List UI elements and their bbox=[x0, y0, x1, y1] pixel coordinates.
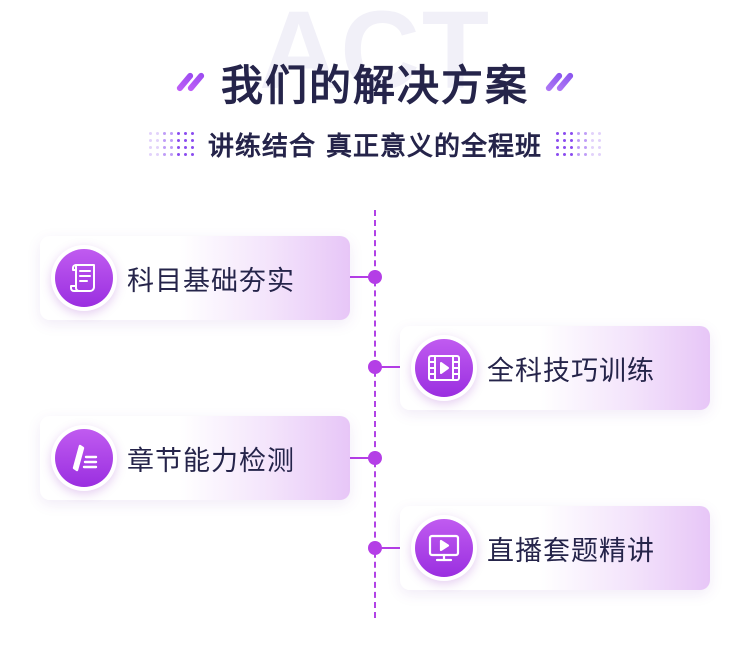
solution-card-1: 科目基础夯实 bbox=[40, 236, 350, 320]
timeline-dot bbox=[368, 541, 382, 555]
decorative-slashes-left bbox=[175, 71, 206, 93]
solution-card-4: 直播套题精讲 bbox=[400, 506, 710, 590]
timeline-dot bbox=[368, 360, 382, 374]
icon-badge bbox=[411, 515, 477, 581]
icon-badge bbox=[411, 335, 477, 401]
solution-label: 科目基础夯实 bbox=[127, 265, 295, 297]
timeline-dot bbox=[368, 270, 382, 284]
timeline-line bbox=[374, 210, 376, 618]
subheader: 讲练结合 真正意义的全程班 bbox=[0, 126, 750, 162]
timeline-connector bbox=[350, 457, 374, 459]
decorative-slashes-right bbox=[544, 71, 575, 93]
act-watermark: ACT bbox=[258, 0, 492, 112]
timeline-connector bbox=[350, 276, 374, 278]
page-subtitle: 讲练结合 真正意义的全程班 bbox=[207, 131, 543, 162]
icon-badge bbox=[51, 425, 117, 491]
header: 我们的解决方案 bbox=[0, 50, 750, 114]
monitor-play-icon bbox=[415, 519, 473, 577]
solution-label: 全科技巧训练 bbox=[487, 355, 655, 387]
decorative-dots-left bbox=[148, 132, 194, 156]
timeline-connector bbox=[376, 366, 400, 368]
solution-label: 章节能力检测 bbox=[127, 445, 295, 477]
decorative-dots-right bbox=[556, 132, 602, 156]
icon-badge bbox=[51, 245, 117, 311]
timeline-connector bbox=[376, 547, 400, 549]
timeline-dot bbox=[368, 451, 382, 465]
video-film-icon bbox=[415, 339, 473, 397]
pen-list-icon bbox=[55, 429, 113, 487]
page-title: 我们的解决方案 bbox=[220, 60, 529, 110]
solution-label: 直播套题精讲 bbox=[487, 535, 655, 567]
solution-card-3: 章节能力检测 bbox=[40, 416, 350, 500]
solution-card-2: 全科技巧训练 bbox=[400, 326, 710, 410]
scroll-document-icon bbox=[55, 249, 113, 307]
